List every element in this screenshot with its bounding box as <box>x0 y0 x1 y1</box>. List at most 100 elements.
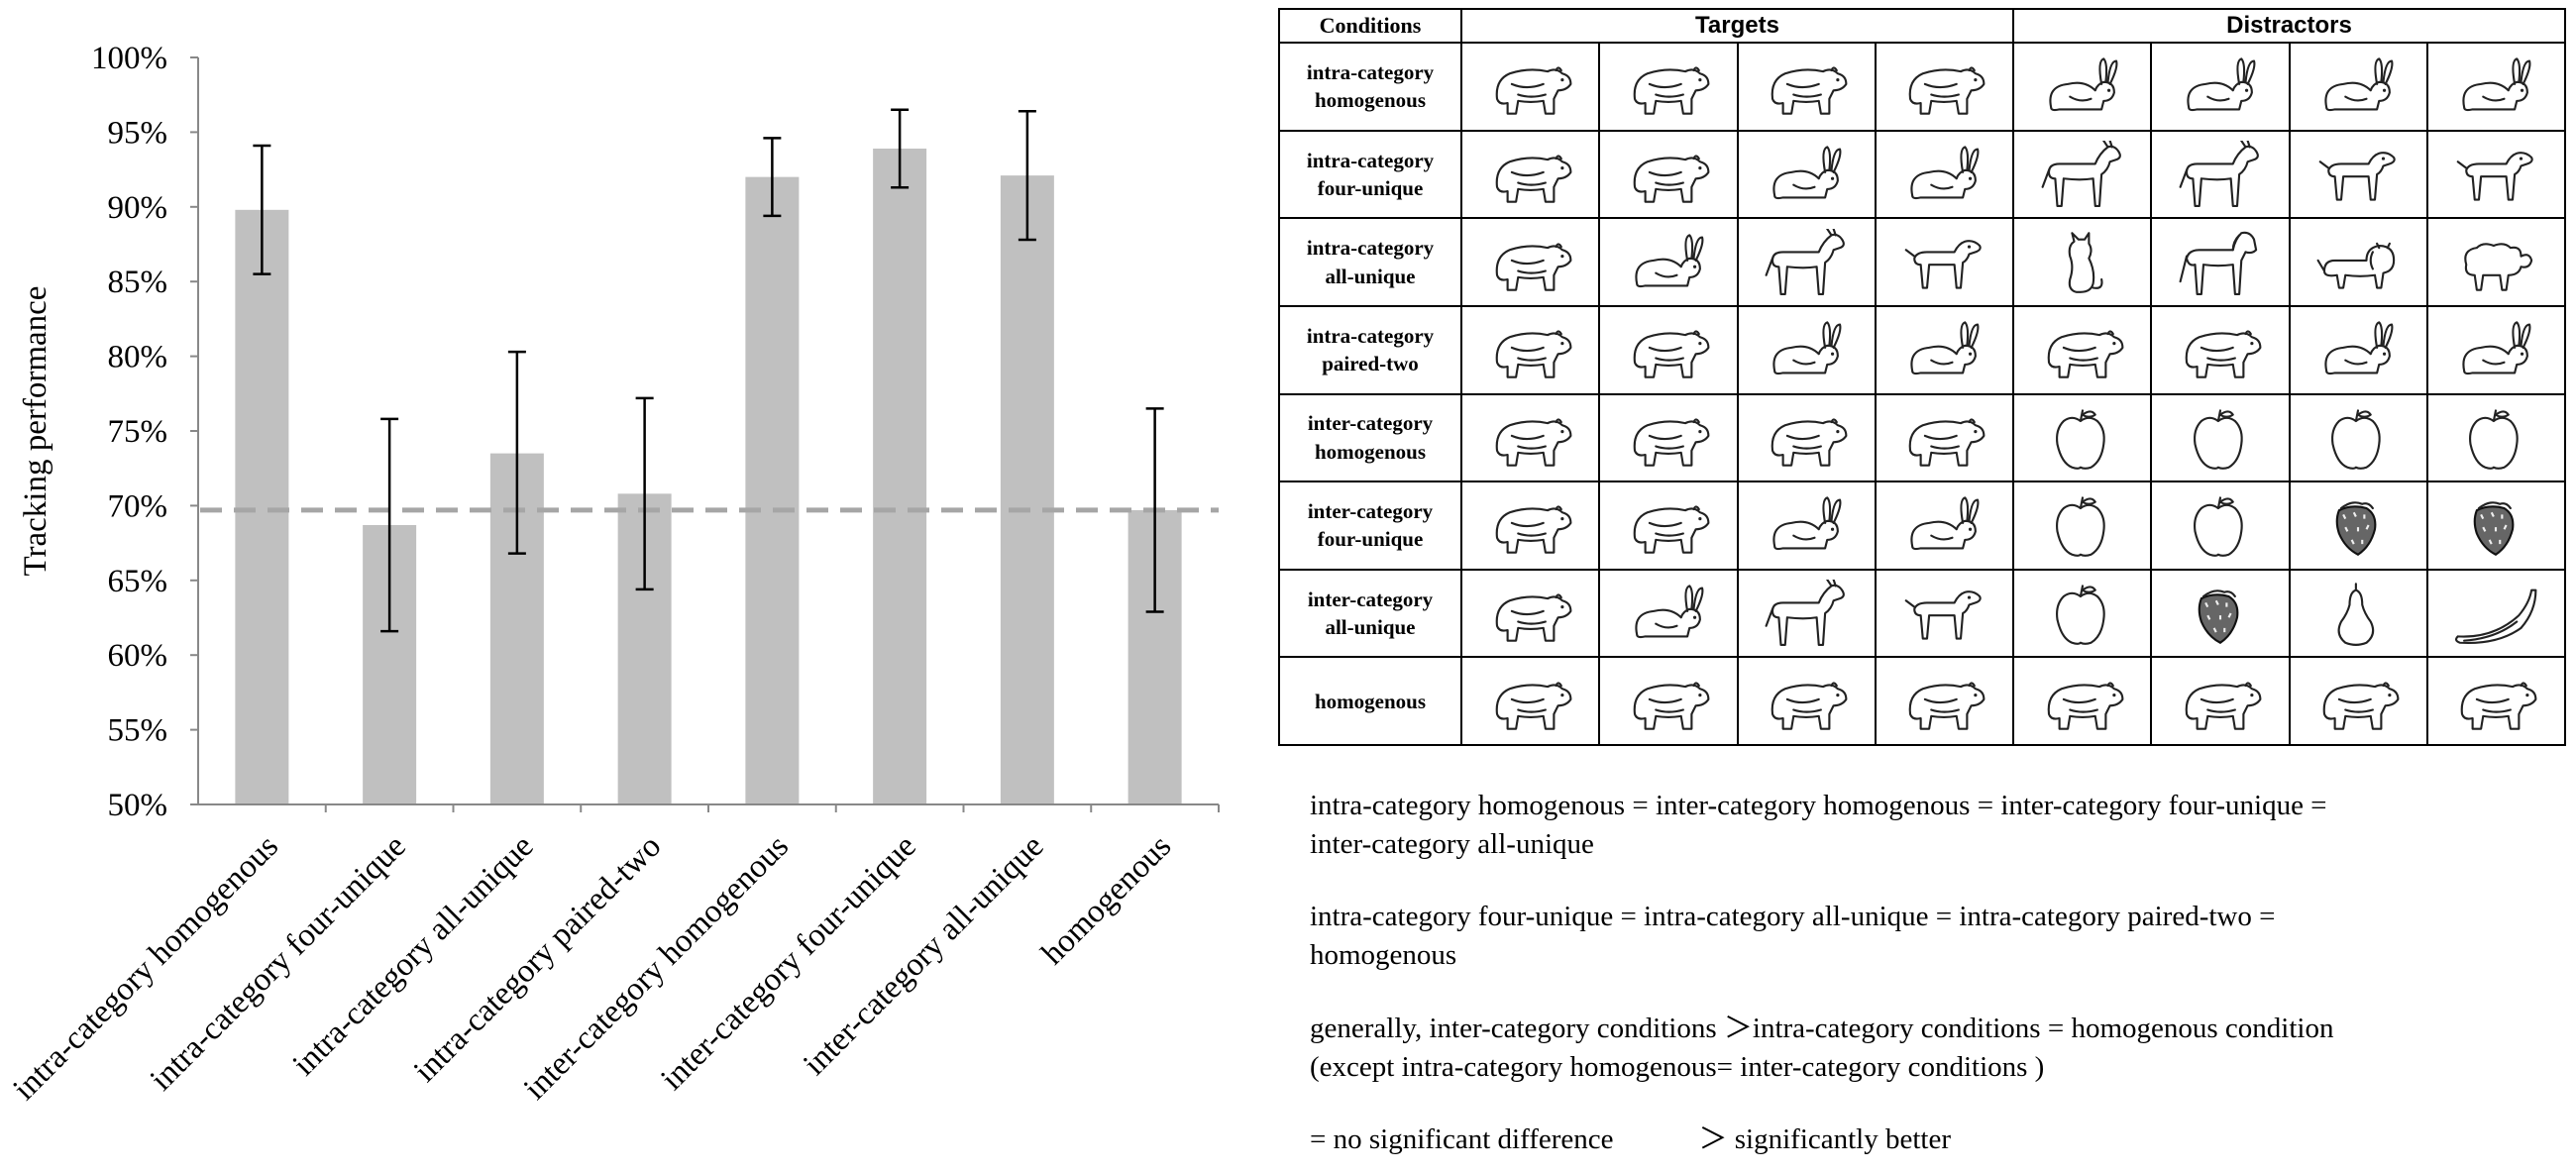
condition-row: homogenous <box>1278 656 2567 746</box>
bear-icon <box>1459 568 1601 659</box>
bear-icon <box>2150 656 2291 746</box>
bear-icon <box>1598 304 1739 395</box>
distractors-header: Distractors <box>2012 8 2566 44</box>
significance-notes: intra-category homogenous = inter-catego… <box>1310 787 2558 1159</box>
condition-label: inter-category homogenous <box>1278 392 1462 483</box>
condition-row: intra-category all-unique <box>1278 217 2567 307</box>
dog-icon <box>2288 129 2428 220</box>
y-tick-label: 70% <box>108 488 168 524</box>
bar-series <box>235 148 1182 805</box>
rabbit-icon <box>1874 304 2015 395</box>
apple-icon <box>2011 568 2153 659</box>
sheep-icon <box>2425 217 2567 307</box>
donkey-icon <box>2150 129 2291 220</box>
y-tick-label: 60% <box>108 638 168 674</box>
condition-row: inter-category homogenous <box>1278 392 2567 483</box>
note-general: generally, inter-category conditions ＞in… <box>1310 1012 2334 1083</box>
rabbit-icon <box>2425 304 2567 395</box>
strawberry-icon <box>2150 568 2291 659</box>
apple-icon <box>2150 481 2291 571</box>
bear-icon <box>1598 656 1739 746</box>
note-equal-group-1: intra-category homogenous = inter-catego… <box>1310 790 2327 861</box>
tracking-performance-chart: Tracking performance 50%55%60%65%70%75%8… <box>7 41 1220 1108</box>
bear-icon <box>1459 392 1601 483</box>
x-tick-label: inter-category four-unique <box>654 828 922 1097</box>
legend-equal: = no significant difference <box>1310 1122 1614 1155</box>
bar <box>745 176 800 804</box>
rabbit-icon <box>2288 42 2428 132</box>
condition-label: intra-category homogenous <box>1278 42 1462 132</box>
condition-row: inter-category four-unique <box>1278 481 2567 571</box>
x-tick-label: intra-category all-unique <box>286 828 541 1083</box>
x-tick-label: homogenous <box>1035 828 1179 972</box>
bear-icon <box>1459 42 1601 132</box>
apple-icon <box>2150 392 2291 483</box>
conditions-header: Conditions <box>1278 8 1462 44</box>
bear-icon <box>2425 656 2567 746</box>
x-tick-label: inter-category all-unique <box>797 828 1050 1082</box>
apple-icon <box>2011 392 2153 483</box>
y-tick-label: 50% <box>108 788 168 823</box>
donkey-icon <box>1736 568 1877 659</box>
y-axis: 50%55%60%65%70%75%80%85%90%95%100% <box>91 41 198 823</box>
apple-icon <box>2425 392 2567 483</box>
rabbit-icon <box>1598 217 1739 307</box>
y-tick-label: 100% <box>91 41 167 76</box>
bear-icon <box>1598 392 1739 483</box>
y-tick-label: 85% <box>108 265 168 300</box>
bear-icon <box>1598 481 1739 571</box>
condition-row: intra-category four-unique <box>1278 129 2567 220</box>
condition-label: inter-category four-unique <box>1278 481 1462 571</box>
bar <box>873 148 927 804</box>
donkey-icon <box>1736 217 1877 307</box>
bear-icon <box>1459 129 1601 220</box>
rabbit-icon <box>1874 129 2015 220</box>
x-tick-label: intra-category homogenous <box>7 828 285 1107</box>
cat-icon <box>2011 217 2153 307</box>
banana-icon <box>2425 568 2567 659</box>
bear-icon <box>1459 217 1601 307</box>
rabbit-icon <box>2011 42 2153 132</box>
dog-icon <box>1874 568 2015 659</box>
x-tick-label: intra-category paired-two <box>407 828 668 1089</box>
dog-icon <box>1874 217 2015 307</box>
strawberry-icon <box>2288 481 2428 571</box>
bear-icon <box>2011 304 2153 395</box>
dog-icon <box>2425 129 2567 220</box>
pear-icon <box>2288 568 2428 659</box>
error-bars <box>253 108 1164 633</box>
x-tick-label: intra-category four-unique <box>144 828 413 1098</box>
bear-icon <box>2150 304 2291 395</box>
bear-icon <box>2011 656 2153 746</box>
y-tick-label: 90% <box>108 190 168 226</box>
condition-label: homogenous <box>1278 656 1462 746</box>
x-axis-labels: intra-category homogenousintra-category … <box>7 804 1220 1108</box>
bear-icon <box>1736 656 1877 746</box>
condition-row: intra-category paired-two <box>1278 304 2567 395</box>
bear-icon <box>1459 304 1601 395</box>
bear-icon <box>1736 42 1877 132</box>
condition-label: intra-category paired-two <box>1278 304 1462 395</box>
x-tick-label: inter-category homogenous <box>517 828 796 1107</box>
bear-icon <box>1874 656 2015 746</box>
condition-label: intra-category four-unique <box>1278 129 1462 220</box>
rabbit-icon <box>1598 568 1739 659</box>
bar <box>1000 175 1054 804</box>
y-axis-label: Tracking performance <box>18 286 54 577</box>
horse-icon <box>2150 217 2291 307</box>
condition-row: inter-category all-unique <box>1278 568 2567 659</box>
rabbit-icon <box>1874 481 2015 571</box>
rabbit-icon <box>1736 129 1877 220</box>
condition-label: intra-category all-unique <box>1278 217 1462 307</box>
conditions-table: Conditions Targets Distractors intra-cat… <box>1278 8 2567 746</box>
apple-icon <box>2011 481 2153 571</box>
y-tick-label: 55% <box>108 713 168 749</box>
bear-icon <box>1598 129 1739 220</box>
rabbit-icon <box>1736 481 1877 571</box>
y-tick-label: 65% <box>108 564 168 599</box>
y-tick-label: 80% <box>108 340 168 375</box>
bear-icon <box>1736 392 1877 483</box>
targets-header: Targets <box>1460 8 2014 44</box>
note-equal-group-2: intra-category four-unique = intra-categ… <box>1310 901 2276 972</box>
notes-legend: = no significant difference＞ significant… <box>1310 1121 2558 1159</box>
